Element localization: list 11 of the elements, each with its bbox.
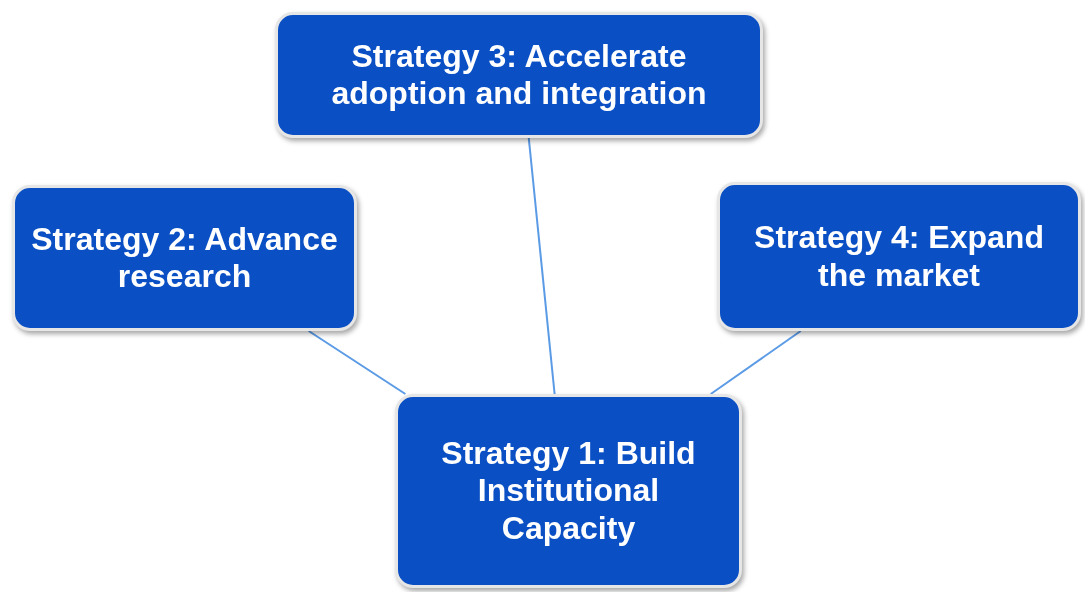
connector-line <box>307 330 407 395</box>
strategy-box <box>275 12 763 138</box>
strategy-label: Strategy 1: Build Institutional Capacity <box>440 435 697 547</box>
strategy-label: Strategy 2: Advance research <box>30 220 339 296</box>
strategy-box <box>395 394 742 588</box>
strategy-label: Strategy 3: Accelerate adoption and integration <box>330 37 708 113</box>
connector-line <box>709 330 802 395</box>
strategy-label: Strategy 4: Expand the market <box>753 219 1045 294</box>
connector-line <box>527 137 556 395</box>
strategy-box <box>717 182 1081 331</box>
strategy-box <box>12 185 357 331</box>
